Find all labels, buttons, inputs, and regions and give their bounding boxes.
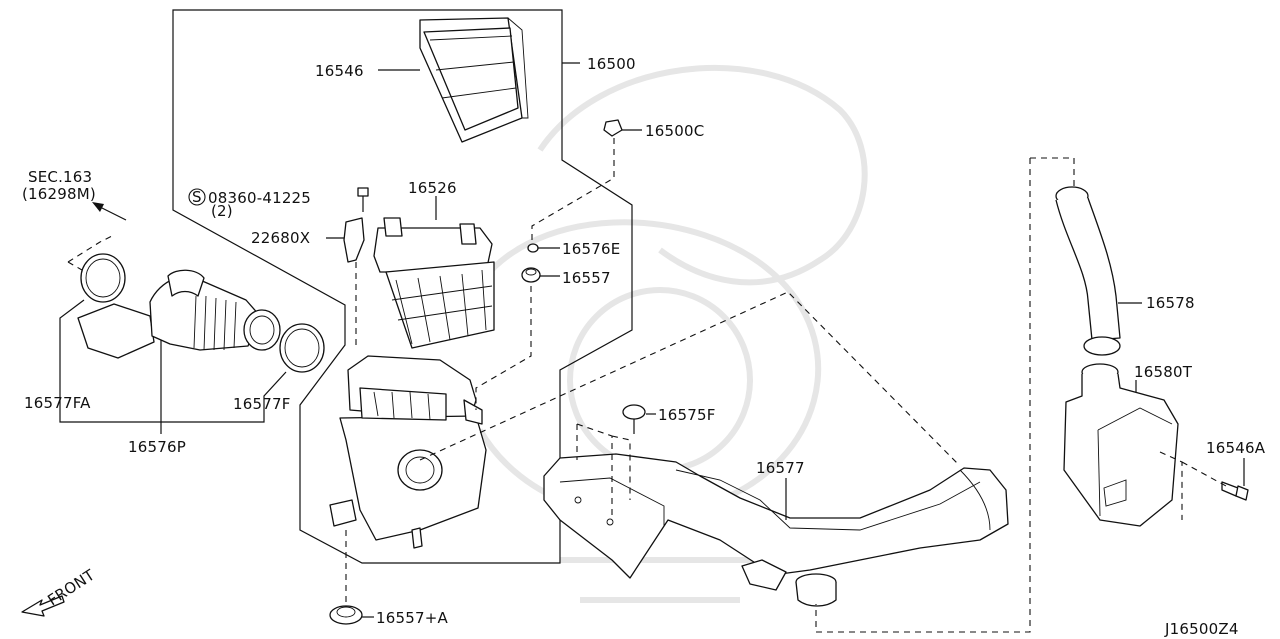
resonator <box>373 217 495 349</box>
air-filter-element <box>419 17 529 143</box>
bolt-08360 <box>357 187 369 212</box>
label-16578: 16578 <box>1146 294 1195 312</box>
label-16577: 16577 <box>756 459 805 477</box>
label-16577fa: 16577FA <box>24 394 91 412</box>
clamp-16577f <box>279 323 325 373</box>
label-08360-qty: (2) <box>211 202 233 220</box>
sensor-22680x <box>326 217 365 263</box>
label-16500: 16500 <box>587 55 636 73</box>
label-front: FRONT <box>44 565 98 609</box>
resonator-hose-16578 <box>1055 186 1121 356</box>
label-08360-group: S 08360-41225 (2) <box>188 188 311 220</box>
grommet-16557 <box>521 267 560 283</box>
label-16576p: 16576P <box>128 438 186 456</box>
label-08360-symbol: S <box>192 188 202 206</box>
air-cleaner-case <box>329 355 487 549</box>
label-16526: 16526 <box>408 179 457 197</box>
leader-dashed-sec163-b <box>67 261 83 271</box>
leader-dashed-clips <box>576 423 631 520</box>
diagram-id: J16500Z4 <box>1164 620 1239 638</box>
assembly-outline-16500 <box>172 9 633 564</box>
label-16546: 16546 <box>315 62 364 80</box>
grommet-16576e <box>527 243 560 253</box>
leader-clamps <box>59 299 287 423</box>
label-16546a: 16546A <box>1206 439 1266 457</box>
leader-dashed-16500c <box>531 138 615 242</box>
clip-16575f <box>622 404 656 434</box>
label-08360: 08360-41225 <box>208 189 311 207</box>
air-duct-hose <box>77 269 281 359</box>
s-circle-icon <box>188 188 206 206</box>
label-16580t: 16580T <box>1134 363 1193 381</box>
leader-dashed-16546a <box>1159 451 1227 520</box>
leader-dashed-sec163 <box>67 235 113 263</box>
leader-dashed-16557 <box>475 286 532 410</box>
bolt-16546a <box>1221 458 1249 501</box>
grommet-16557a <box>329 605 374 625</box>
label-16577f: 16577F <box>233 395 291 413</box>
label-16575f: 16575F <box>658 406 716 424</box>
resonator-tank-16580t <box>1063 363 1179 527</box>
inlet-duct-16577 <box>543 453 1009 607</box>
front-arrow-icon <box>21 595 65 617</box>
label-16576e: 16576E <box>562 240 620 258</box>
label-16557: 16557 <box>562 269 611 287</box>
leader-dashed-return <box>815 158 1031 633</box>
leader-dashed-16578 <box>1030 157 1075 186</box>
label-sec163-sub: (16298M) <box>22 185 96 203</box>
leader-dashed-duct <box>419 291 959 465</box>
nut-16500c <box>603 119 642 137</box>
label-16557a: 16557+A <box>376 609 448 627</box>
label-sec163: SEC.163 <box>28 168 92 186</box>
clamp-16577fa <box>80 253 126 303</box>
label-16500c: 16500C <box>645 122 704 140</box>
arrow-to-sec163 <box>92 202 127 221</box>
label-22680x: 22680X <box>251 229 310 247</box>
